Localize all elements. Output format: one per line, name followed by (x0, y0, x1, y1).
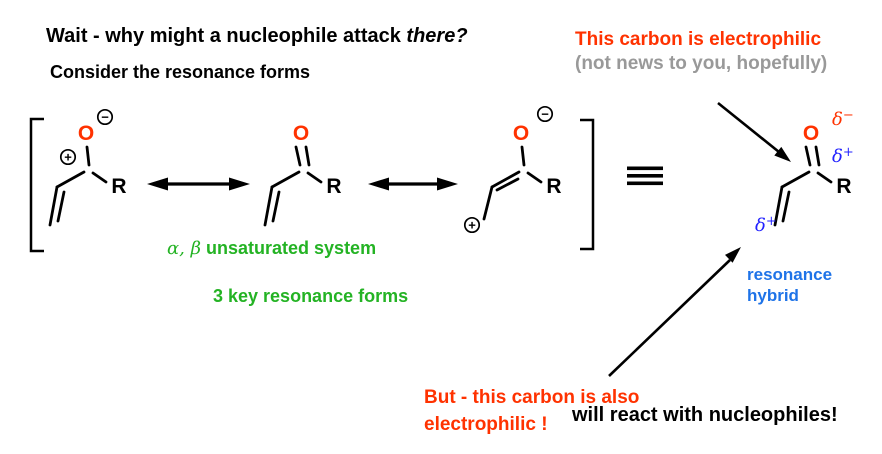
vinyl-double-bond (773, 185, 784, 227)
oxygen-label: O (803, 122, 819, 145)
question-emphasis: there? (406, 25, 468, 47)
bond-c-r (91, 171, 108, 184)
bond-c-alpha (55, 170, 86, 189)
callout-gray-text: (not news to you, hopefully) (575, 53, 828, 74)
react-with-nucleophiles-label: will react with nucleophiles! (572, 404, 838, 426)
minus-sign: − (541, 107, 549, 122)
left-bracket-icon (29, 117, 44, 253)
greek-alpha-beta: α, β (167, 238, 202, 259)
oxygen-label: O (513, 122, 529, 145)
resonance-arrow-icon (147, 177, 250, 191)
unsaturated-system-label: α, β unsaturated system (167, 238, 376, 259)
carbonyl-double-bond-2 (304, 145, 311, 167)
vinyl-double-bond-2 (56, 190, 66, 223)
arrow-to-carbonyl-icon (717, 101, 791, 162)
three-key-forms-label: 3 key resonance forms (213, 286, 409, 306)
bond-c-alpha (270, 170, 301, 189)
plus-charge-icon: + (59, 148, 77, 166)
resonance-form-1: O R − + (48, 108, 127, 227)
oxygen-label: O (293, 122, 309, 145)
bond-c-r (526, 171, 543, 184)
plus-sign: + (64, 150, 72, 165)
arrow-to-beta-carbon-icon (608, 247, 741, 377)
vinyl-double-bond-2 (781, 190, 791, 223)
bond-c-r (816, 171, 833, 184)
callout-red-text: This carbon is electrophilic (575, 29, 822, 50)
delta-plus-carbonyl-label: δ+ (832, 145, 854, 167)
plus-charge-icon: + (463, 216, 481, 234)
r-group-label: R (326, 175, 341, 198)
enol-double-bond (490, 170, 521, 189)
minus-charge-icon: − (96, 108, 114, 126)
bond-o-c (520, 145, 526, 167)
resonance-form-2: O R (263, 122, 342, 227)
carbonyl-double-bond (294, 145, 302, 167)
question-text: Wait - why might a nucleophile attack (46, 25, 407, 47)
minus-sign: − (101, 110, 109, 125)
subtitle-heading: Consider the resonance forms (50, 62, 311, 82)
equivalence-icon (627, 166, 663, 186)
electrophilic-beta-callout: But - this carbon is also electrophilic … (424, 384, 639, 438)
vinyl-double-bond (48, 185, 59, 227)
r-group-label: R (836, 175, 851, 198)
resonance-hybrid-label: resonance hybrid (747, 264, 832, 306)
delta-minus-label: δ− (832, 108, 854, 130)
bond-o-c (85, 145, 91, 167)
r-group-label: R (546, 175, 561, 198)
minus-charge-icon: − (536, 105, 554, 123)
carbonyl-double-bond-2 (814, 145, 821, 167)
carbonyl-double-bond (804, 145, 812, 167)
unsaturated-system-text: unsaturated system (201, 238, 377, 258)
resonance-hybrid-structure: O R δ− δ+ δ+ (755, 108, 854, 236)
resonance-hybrid-label-line2: hybrid (747, 286, 799, 305)
right-bracket-icon (580, 118, 595, 251)
plus-sign: + (468, 218, 476, 233)
resonance-arrow-icon (368, 177, 458, 191)
bond-c-alpha (780, 170, 811, 189)
enol-double-bond-2 (495, 177, 520, 192)
electrophilic-carbonyl-callout: This carbon is electrophilic (not news t… (575, 28, 827, 76)
vinyl-double-bond-2 (271, 190, 281, 223)
resonance-hybrid-label-line1: resonance (747, 265, 833, 284)
oxygen-label: O (78, 122, 94, 145)
beta-callout-line1: But - this carbon is also (424, 387, 640, 408)
bond-c-r (306, 171, 323, 184)
bond-alpha-beta (482, 185, 494, 221)
vinyl-double-bond (263, 185, 274, 227)
r-group-label: R (111, 175, 126, 198)
resonance-form-3: O R − + (463, 105, 562, 234)
delta-plus-beta-label: δ+ (755, 214, 777, 236)
beta-callout-line2: electrophilic ! (424, 414, 548, 435)
question-heading: Wait - why might a nucleophile attack th… (46, 25, 468, 48)
